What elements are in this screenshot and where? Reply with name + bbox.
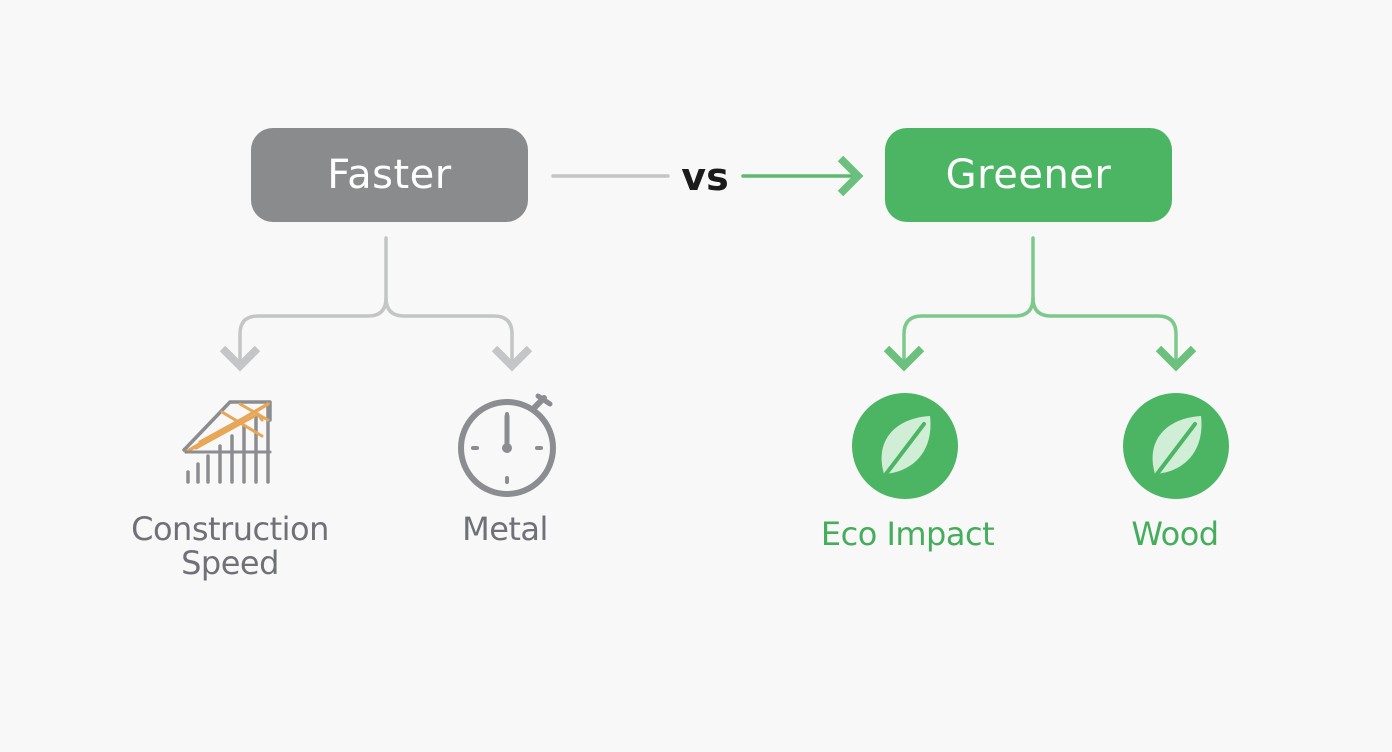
faster-branch-connector-right xyxy=(384,296,533,372)
vs-label: vs xyxy=(681,155,729,199)
greener-node: Greener xyxy=(885,128,1172,222)
greener-branch-connector-right xyxy=(1031,296,1197,372)
building-frame-icon xyxy=(182,400,272,484)
stopwatch-icon xyxy=(458,393,556,497)
faster-branch-connector xyxy=(219,236,388,372)
eco-impact-label: Eco Impact xyxy=(820,515,995,553)
faster-node: Faster xyxy=(251,128,528,222)
leaf-icon xyxy=(1123,393,1229,499)
leaf-icon xyxy=(852,393,958,499)
wood-label: Wood xyxy=(1131,515,1219,553)
metal-label: Metal xyxy=(462,510,548,548)
greener-branch-connector xyxy=(883,236,1035,372)
construction-speed-label: Construction Speed xyxy=(131,510,329,582)
